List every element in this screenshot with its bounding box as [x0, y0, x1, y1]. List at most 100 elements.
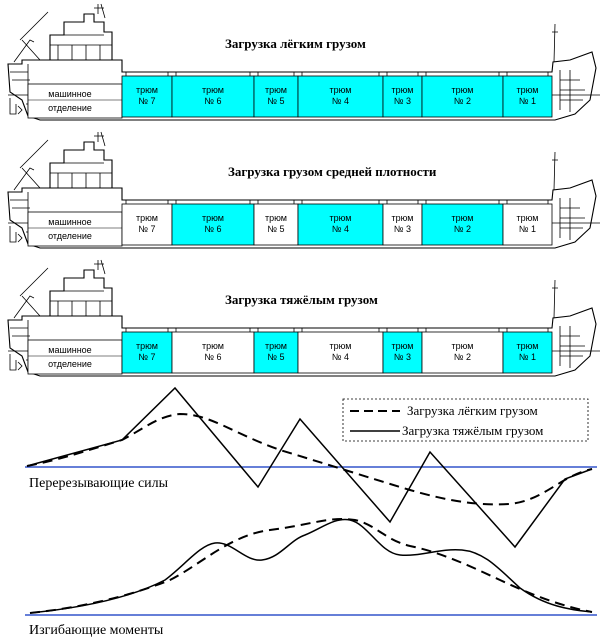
mast	[94, 259, 106, 275]
hold-label: № 2	[454, 352, 471, 362]
hold-label: трюм	[136, 213, 158, 223]
hatch-coaming	[257, 72, 295, 76]
bow-mast	[552, 23, 558, 63]
bridge-deck-lines	[50, 34, 112, 60]
hold-label: № 3	[394, 224, 411, 234]
hold-label: № 1	[519, 352, 536, 362]
hatch-coaming	[301, 72, 380, 76]
legend: Загрузка лёгким грузом Загрузка тяжёлым …	[342, 398, 589, 442]
legend-solid-label: Загрузка тяжёлым грузом	[402, 423, 543, 438]
hold-fill	[421, 203, 504, 246]
hold-label: № 3	[394, 96, 411, 106]
bridge-deck-lines	[50, 162, 112, 188]
hold-label: № 5	[267, 224, 284, 234]
hold-fill	[382, 203, 423, 246]
hull-outline	[7, 179, 597, 249]
hold-label: трюм	[330, 341, 352, 351]
bow-structure	[559, 70, 585, 112]
shear-force-diagram: Перерезывающие силы	[25, 386, 597, 549]
hold-fill	[421, 331, 504, 374]
hold-label: трюм	[330, 213, 352, 223]
superstructure	[49, 13, 113, 60]
hatch-coaming	[257, 200, 295, 204]
hatch-coaming	[125, 200, 169, 204]
hold-label: № 3	[394, 352, 411, 362]
engine-room-label: машинное	[48, 89, 91, 99]
hold-fill	[253, 75, 299, 118]
rudder-icon	[9, 226, 23, 243]
hold-label: № 5	[267, 352, 284, 362]
crane	[13, 139, 49, 191]
engine-room-label: отделение	[48, 359, 92, 369]
hold-fill	[253, 203, 299, 246]
hatch-coaming	[125, 72, 169, 76]
hatch-coaming	[425, 72, 500, 76]
engine-room-label: отделение	[48, 103, 92, 113]
hold-label: № 7	[138, 224, 155, 234]
hatch-coaming	[425, 200, 500, 204]
hold-label: № 6	[204, 224, 221, 234]
hatch-coaming	[257, 328, 295, 332]
hold-label: № 4	[332, 224, 349, 234]
hold-fill	[297, 75, 384, 118]
hatch-coaming	[506, 328, 549, 332]
shear-heavy-cargo-curve	[26, 386, 593, 549]
hold-label: трюм	[392, 85, 414, 95]
hold-label: трюм	[202, 85, 224, 95]
engine-room-label: отделение	[48, 231, 92, 241]
hold-label: трюм	[202, 213, 224, 223]
rudder-icon	[9, 98, 23, 115]
hold-label: трюм	[330, 85, 352, 95]
hold-label: трюм	[517, 341, 539, 351]
superstructure	[49, 141, 113, 188]
shear-axis-label: Перерезывающие силы	[29, 476, 169, 491]
ship-title: Загрузка грузом средней плотности	[228, 164, 437, 179]
hold-label: № 7	[138, 96, 155, 106]
ship-profile-3: Загрузка тяжёлым грузоммашинноеотделение…	[7, 259, 600, 377]
hold-label: № 6	[204, 352, 221, 362]
hold-label: № 7	[138, 352, 155, 362]
hold-label: трюм	[265, 85, 287, 95]
bow-mast	[552, 279, 558, 319]
hatch-coaming	[175, 72, 251, 76]
hatch-coaming	[175, 200, 251, 204]
hold-label: трюм	[265, 213, 287, 223]
engine-room	[27, 339, 123, 375]
hold-fill	[421, 75, 504, 118]
hold-fill	[121, 203, 173, 246]
crane	[13, 11, 49, 63]
hold-label: трюм	[136, 85, 158, 95]
hold-label: № 4	[332, 352, 349, 362]
hold-label: трюм	[452, 341, 474, 351]
hatch-coaming	[386, 200, 419, 204]
hold-label: трюм	[392, 341, 414, 351]
mast	[94, 131, 106, 147]
bending-heavy-cargo-curve	[29, 518, 593, 614]
hatch-coaming	[506, 72, 549, 76]
hold-label: трюм	[136, 341, 158, 351]
hatch-coaming	[386, 328, 419, 332]
hold-label: № 2	[454, 224, 471, 234]
hatch-coaming	[386, 72, 419, 76]
rudder-icon	[9, 354, 23, 371]
hold-label: № 2	[454, 96, 471, 106]
hatch-coaming	[506, 200, 549, 204]
hold-label: трюм	[202, 341, 224, 351]
hold-label: № 6	[204, 96, 221, 106]
superstructure	[49, 269, 113, 316]
hold-label: № 4	[332, 96, 349, 106]
